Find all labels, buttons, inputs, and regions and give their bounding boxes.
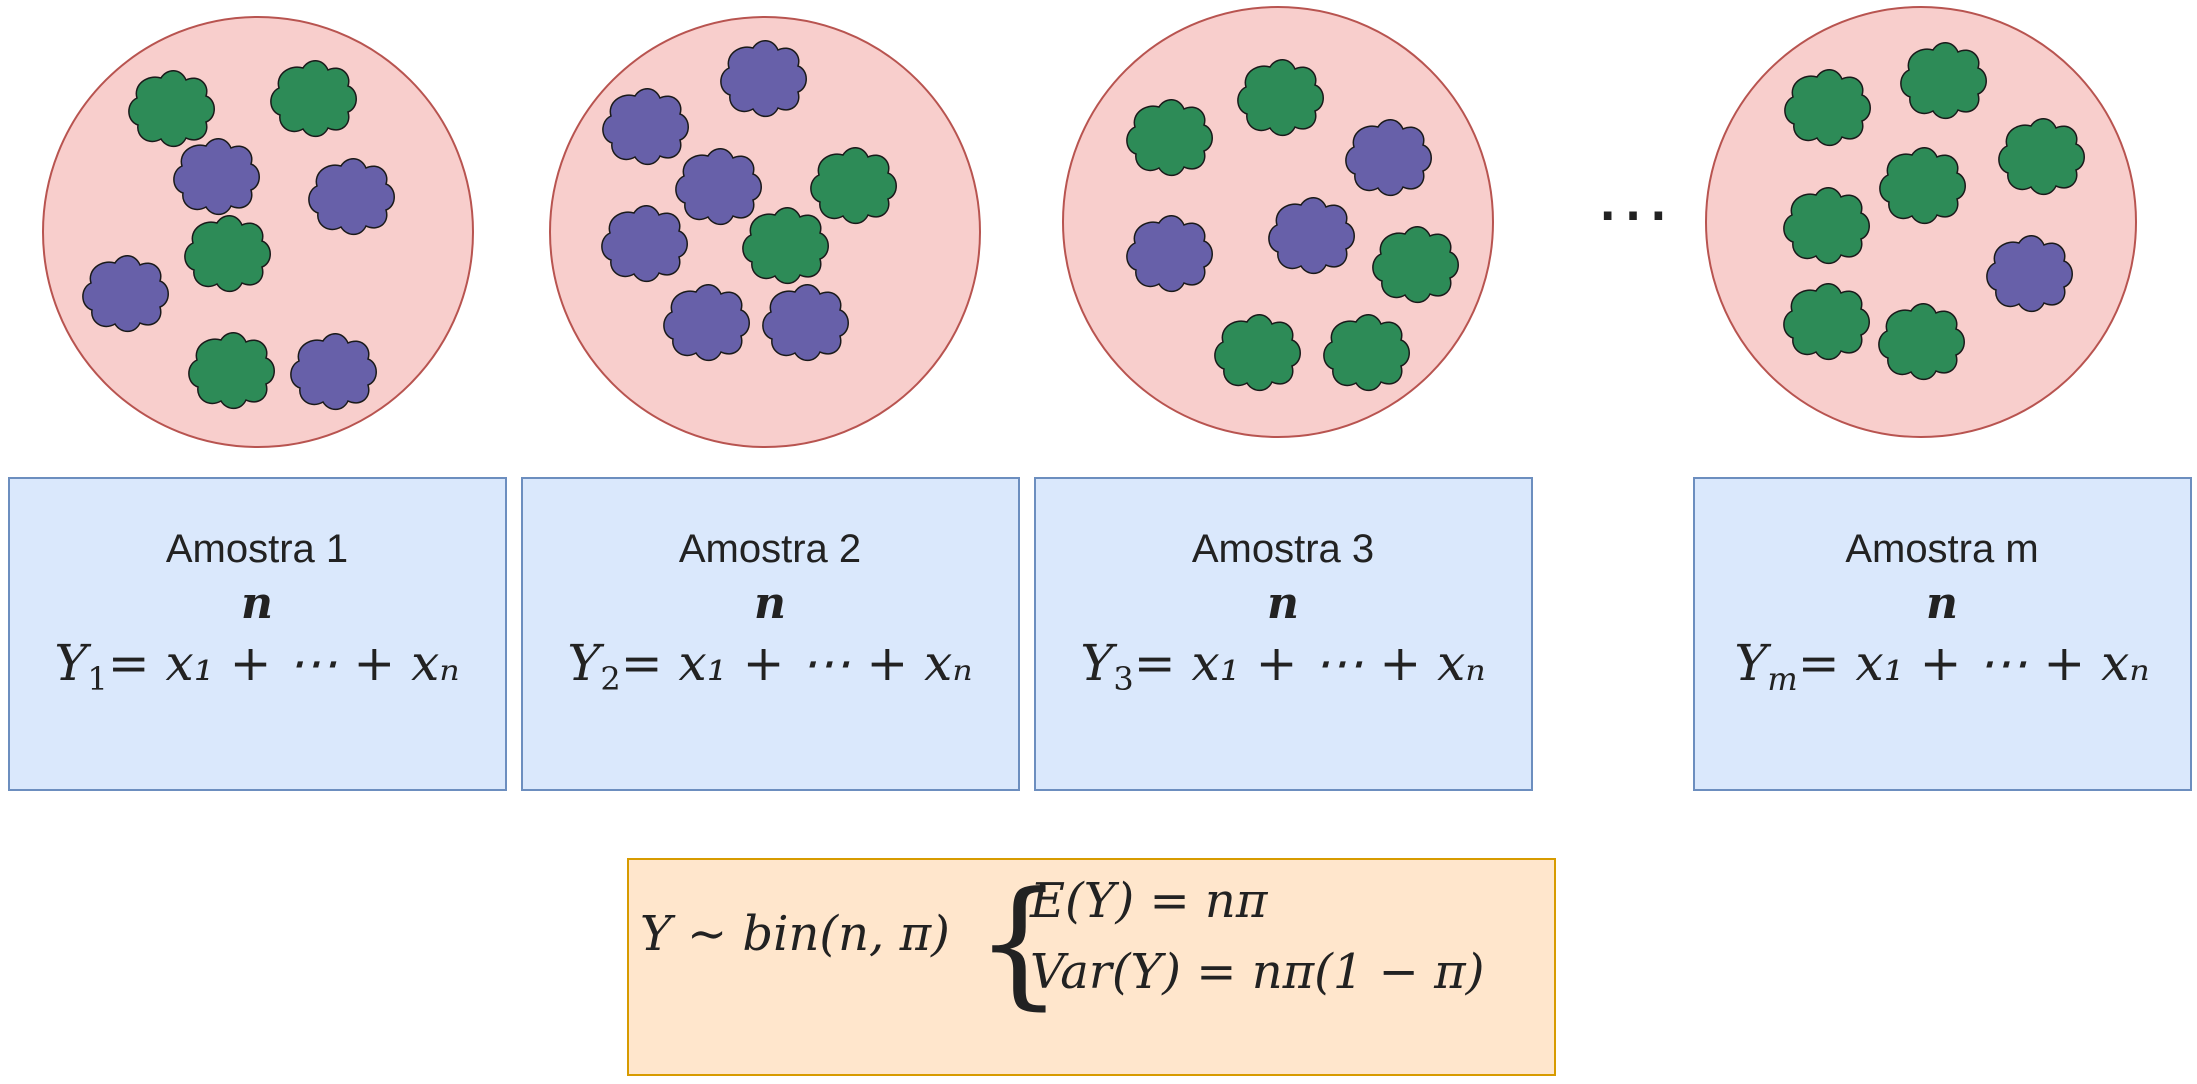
binomial-distribution: Y ∼ bin(n, π) bbox=[640, 906, 950, 962]
green-blob bbox=[1323, 313, 1410, 392]
sum-subscript: m bbox=[1767, 660, 1797, 698]
purple-blob bbox=[720, 39, 807, 118]
purple-blob bbox=[308, 157, 395, 236]
sample-size: n bbox=[754, 578, 786, 629]
green-blob bbox=[1214, 313, 1301, 392]
sum-variable: Y bbox=[54, 634, 91, 692]
purple-blob bbox=[675, 147, 762, 226]
green-blob bbox=[184, 214, 271, 293]
green-blob bbox=[1783, 186, 1870, 265]
sum-subscript: 1 bbox=[87, 660, 107, 698]
expected-value: E(Y) = nπ bbox=[1029, 873, 1269, 929]
purple-blob bbox=[1268, 196, 1355, 275]
purple-blob bbox=[602, 87, 689, 166]
sample-size: n bbox=[1267, 578, 1299, 629]
purple-blob bbox=[1986, 234, 2073, 313]
purple-blob bbox=[1345, 118, 1432, 197]
binomial-result: Y ∼ bin(n, π) { E(Y) = nπ Var(Y) = nπ(1 … bbox=[627, 858, 1556, 1076]
sample-sum-formula: Ym= x₁ + ⋯ + xₙ bbox=[1734, 634, 2149, 698]
green-blob bbox=[1998, 117, 2085, 196]
sample-box bbox=[8, 477, 507, 791]
green-blob bbox=[1879, 146, 1966, 225]
sum-variable: Y bbox=[1734, 634, 1771, 692]
sample-box bbox=[1693, 477, 2192, 791]
sample-sum-formula: Y2= x₁ + ⋯ + xₙ bbox=[567, 634, 972, 698]
green-blob bbox=[1237, 58, 1324, 137]
purple-blob bbox=[290, 332, 377, 411]
sum-variable: Y bbox=[567, 634, 604, 692]
purple-blob bbox=[82, 254, 169, 333]
sum-subscript: 2 bbox=[600, 660, 620, 698]
sample-2: Amostra 2 n Y2= x₁ + ⋯ + xₙ bbox=[521, 16, 1020, 791]
variance: Var(Y) = nπ(1 − π) bbox=[1030, 944, 1484, 1000]
ellipsis: … bbox=[1593, 148, 1673, 237]
result-box bbox=[627, 858, 1556, 1076]
sample-m: Amostra m n Ym= x₁ + ⋯ + xₙ bbox=[1693, 6, 2192, 791]
purple-blob bbox=[173, 137, 260, 216]
sum-expression: = x₁ + ⋯ + xₙ bbox=[621, 634, 973, 692]
green-blob bbox=[1783, 282, 1870, 361]
sample-size: n bbox=[241, 578, 273, 629]
purple-blob bbox=[663, 283, 750, 362]
sample-title: Amostra 3 bbox=[1192, 527, 1374, 571]
green-blob bbox=[1900, 41, 1987, 120]
green-blob bbox=[1126, 98, 1213, 177]
purple-blob bbox=[601, 204, 688, 283]
green-blob bbox=[810, 146, 897, 225]
sample-title: Amostra 2 bbox=[679, 527, 861, 571]
green-blob bbox=[270, 59, 357, 138]
green-blob bbox=[742, 206, 829, 285]
sum-expression: = x₁ + ⋯ + xₙ bbox=[1134, 634, 1486, 692]
green-blob bbox=[1784, 68, 1871, 147]
green-blob bbox=[188, 331, 275, 410]
sum-expression: = x₁ + ⋯ + xₙ bbox=[108, 634, 460, 692]
brace: { bbox=[975, 862, 1063, 1023]
purple-blob bbox=[762, 283, 849, 362]
sum-variable: Y bbox=[1080, 634, 1117, 692]
green-blob bbox=[128, 69, 215, 148]
sample-sum-formula: Y1= x₁ + ⋯ + xₙ bbox=[54, 634, 459, 698]
sample-sum-formula: Y3= x₁ + ⋯ + xₙ bbox=[1080, 634, 1485, 698]
sample-box bbox=[521, 477, 1020, 791]
sample-1: Amostra 1 n Y1= x₁ + ⋯ + xₙ bbox=[8, 16, 507, 791]
sample-size: n bbox=[1926, 578, 1958, 629]
green-blob bbox=[1372, 225, 1459, 304]
sample-box bbox=[1034, 477, 1533, 791]
sample-title: Amostra m bbox=[1845, 527, 2038, 571]
sum-expression: = x₁ + ⋯ + xₙ bbox=[1798, 634, 2150, 692]
green-blob bbox=[1878, 302, 1965, 381]
sample-3: Amostra 3 n Y3= x₁ + ⋯ + xₙ bbox=[1034, 6, 1533, 791]
sample-title: Amostra 1 bbox=[166, 527, 348, 571]
sum-subscript: 3 bbox=[1113, 660, 1133, 698]
purple-blob bbox=[1126, 214, 1213, 293]
